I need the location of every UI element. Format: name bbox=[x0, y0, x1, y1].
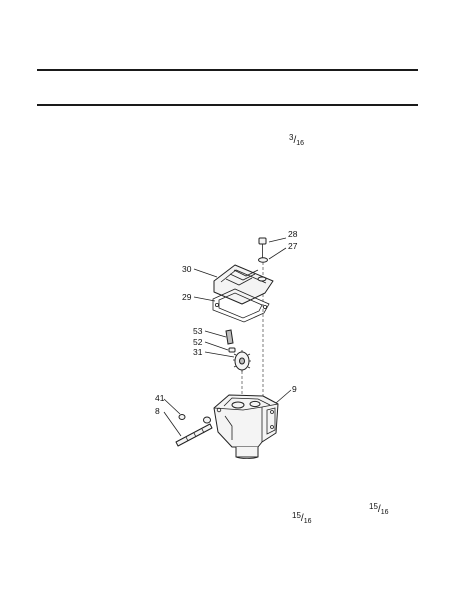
washer-part bbox=[258, 257, 268, 263]
header-rule-bottom bbox=[37, 104, 418, 106]
leader-lines bbox=[163, 237, 292, 437]
key-part bbox=[225, 329, 234, 345]
fraction-lower-left-denominator: 16 bbox=[303, 518, 312, 525]
callout-29: 29 bbox=[182, 292, 192, 302]
callout-31: 31 bbox=[193, 347, 203, 357]
gasket-part bbox=[212, 288, 270, 323]
fraction-lower-right-denominator: 16 bbox=[380, 509, 389, 516]
callout-41: 41 bbox=[155, 393, 165, 403]
callout-52: 52 bbox=[193, 337, 203, 347]
fraction-upper: 3/16 bbox=[289, 133, 305, 147]
fraction-upper-numerator: 3 bbox=[289, 133, 294, 142]
pin-part bbox=[228, 347, 236, 353]
header-rule-top bbox=[37, 69, 418, 71]
fraction-lower-right-numerator: 15 bbox=[369, 502, 378, 511]
callout-8: 8 bbox=[155, 406, 160, 416]
fraction-lower-left-numerator: 15 bbox=[292, 511, 301, 520]
cover-part bbox=[213, 264, 274, 305]
callout-9: 9 bbox=[292, 384, 297, 394]
screw-part bbox=[258, 237, 267, 258]
seal-part bbox=[178, 414, 211, 424]
gear-part bbox=[233, 350, 251, 372]
housing-part bbox=[213, 394, 279, 459]
fraction-upper-denominator: 16 bbox=[296, 140, 305, 147]
fraction-lower-right: 15/16 bbox=[369, 502, 389, 516]
callout-53: 53 bbox=[193, 326, 203, 336]
callout-27: 27 bbox=[288, 241, 298, 251]
fraction-lower-left: 15/16 bbox=[292, 511, 312, 525]
callout-labels: 28 27 30 29 53 52 31 9 41 8 bbox=[155, 229, 298, 416]
shaft-part bbox=[175, 423, 213, 447]
callout-30: 30 bbox=[182, 264, 192, 274]
callout-28: 28 bbox=[288, 229, 298, 239]
